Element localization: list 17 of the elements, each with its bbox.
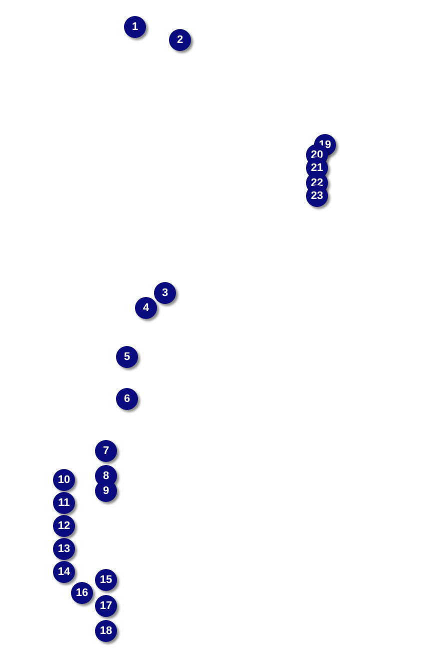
callout-number: 18 (95, 620, 117, 642)
callout-number: 6 (116, 388, 138, 410)
callout-number: 3 (154, 282, 176, 304)
callout-number: 15 (95, 569, 117, 591)
callout-number: 2 (169, 29, 191, 51)
callout-number: 16 (71, 582, 93, 604)
callout-number: 17 (95, 595, 117, 617)
callout-number: 1 (124, 16, 146, 38)
callout-number: 14 (53, 561, 75, 583)
callout-number: 9 (95, 480, 117, 502)
callout-number: 13 (53, 538, 75, 560)
callout-number: 11 (53, 492, 75, 514)
callout-number: 10 (53, 469, 75, 491)
callout-number: 5 (116, 346, 138, 368)
callout-number: 4 (135, 297, 157, 319)
callout-number: 12 (53, 515, 75, 537)
callout-number: 7 (95, 440, 117, 462)
